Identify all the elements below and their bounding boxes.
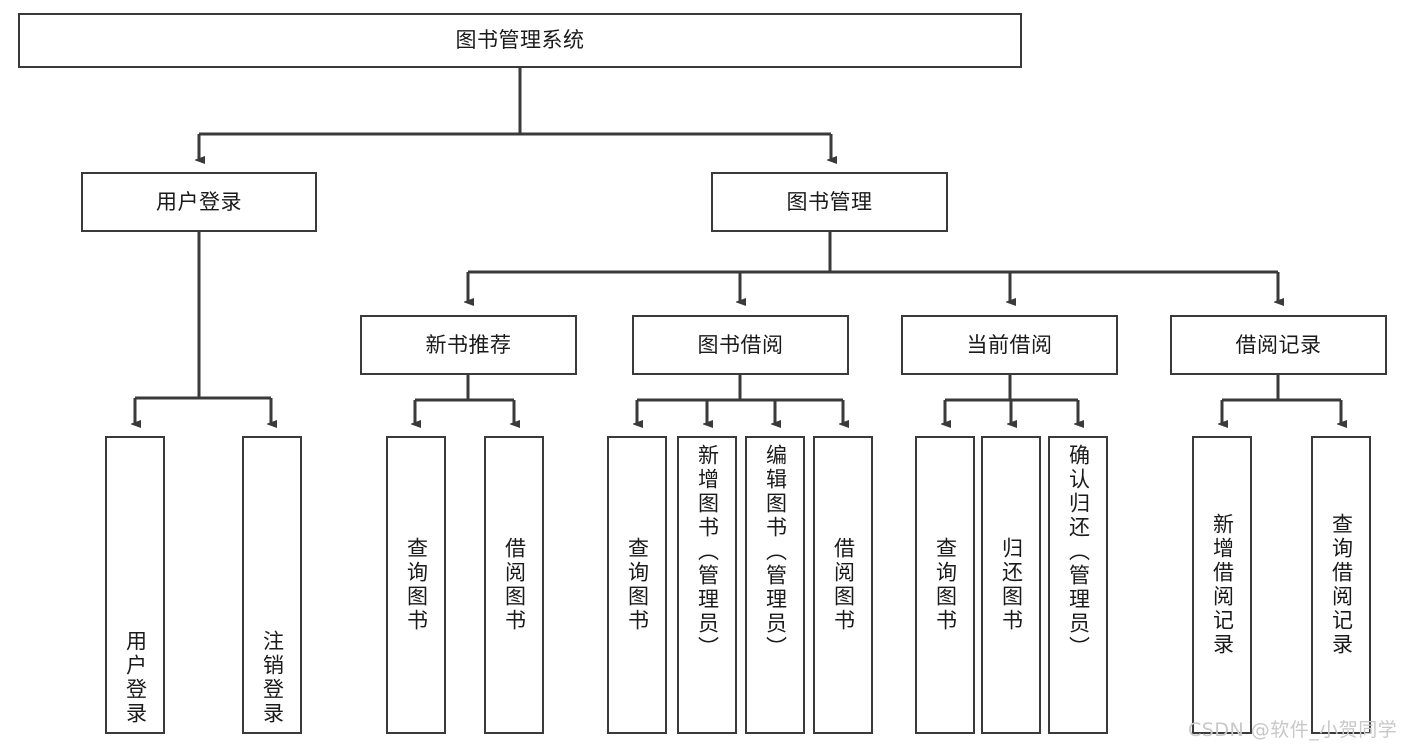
- watermark-text: CSDN @软件_小贺同学: [1188, 719, 1398, 741]
- node-label: 借阅图书: [502, 537, 527, 633]
- node-label: 用户登录: [156, 189, 242, 214]
- leaf-borrow-borrow-book[interactable]: 借阅图书: [813, 436, 873, 734]
- node-label: 查询图书: [933, 537, 958, 633]
- node-label: 当前借阅: [966, 332, 1053, 357]
- node-label: 查询图书: [404, 537, 429, 633]
- leaf-current-return-book[interactable]: 归还图书: [981, 436, 1041, 734]
- node-book-borrow[interactable]: 图书借阅: [632, 315, 849, 375]
- node-label: 查询借阅记录: [1329, 513, 1354, 657]
- leaf-borrow-query-book[interactable]: 查询图书: [607, 436, 667, 734]
- leaf-borrow-edit-book-admin[interactable]: 编辑图书（管理员）: [745, 436, 805, 734]
- node-label: 新增图书（管理员）: [695, 444, 720, 660]
- leaf-current-query-book[interactable]: 查询图书: [915, 436, 975, 734]
- node-label: 用户登录: [123, 630, 148, 726]
- node-label: 确认归还（管理员）: [1066, 444, 1091, 660]
- node-label: 新书推荐: [425, 332, 512, 357]
- leaf-borrow-add-book-admin[interactable]: 新增图书（管理员）: [677, 436, 737, 734]
- node-label: 注销登录: [260, 630, 285, 726]
- node-user-login[interactable]: 用户登录: [81, 172, 317, 232]
- node-label: 借阅图书: [831, 537, 856, 633]
- node-root-system[interactable]: 图书管理系统: [18, 13, 1022, 68]
- leaf-recommend-query-book[interactable]: 查询图书: [386, 436, 446, 734]
- node-current-borrow[interactable]: 当前借阅: [901, 315, 1118, 375]
- node-label: 新增借阅记录: [1210, 513, 1235, 657]
- node-label: 图书借阅: [697, 332, 784, 357]
- leaf-current-confirm-return-admin[interactable]: 确认归还（管理员）: [1048, 436, 1108, 734]
- node-label: 借阅记录: [1235, 332, 1322, 357]
- leaf-record-query-record[interactable]: 查询借阅记录: [1311, 436, 1371, 734]
- leaf-user-login-logout[interactable]: 注销登录: [242, 436, 302, 734]
- node-label: 图书管理系统: [455, 28, 585, 53]
- node-book-management[interactable]: 图书管理: [711, 172, 948, 232]
- node-borrow-record[interactable]: 借阅记录: [1170, 315, 1387, 375]
- node-label: 编辑图书（管理员）: [763, 444, 788, 660]
- node-label: 归还图书: [999, 537, 1024, 633]
- leaf-record-add-record[interactable]: 新增借阅记录: [1192, 436, 1252, 734]
- node-label: 查询图书: [625, 537, 650, 633]
- node-new-book-recommend[interactable]: 新书推荐: [360, 315, 577, 375]
- node-label: 图书管理: [786, 189, 873, 214]
- leaf-user-login-login[interactable]: 用户登录: [105, 436, 165, 734]
- leaf-recommend-borrow-book[interactable]: 借阅图书: [484, 436, 544, 734]
